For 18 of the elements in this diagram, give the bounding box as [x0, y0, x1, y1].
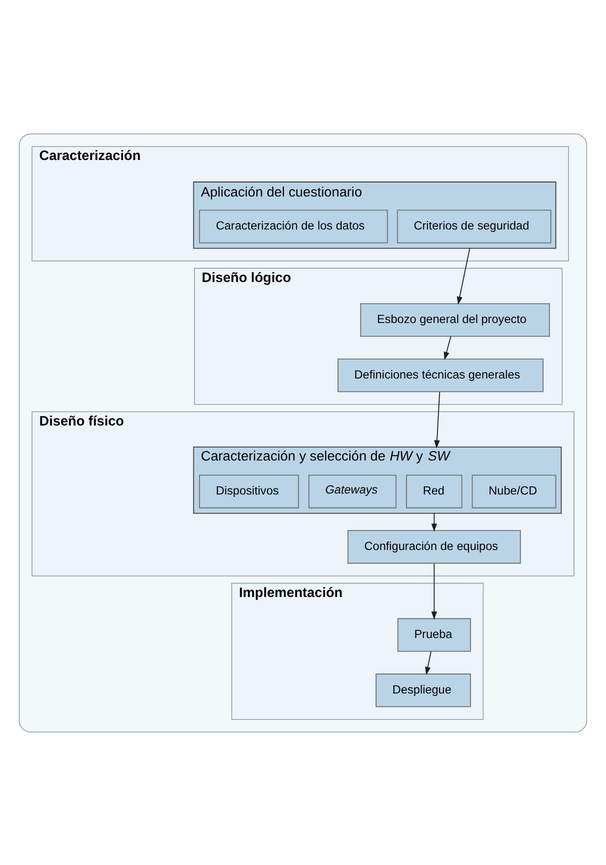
node-box: Caracterización de los datos: [199, 209, 388, 243]
arrow: [434, 390, 440, 448]
arrow: [425, 650, 432, 675]
cluster: [18, 132, 588, 732]
node-box: Nube/CD: [472, 474, 556, 508]
node-box: Prueba: [397, 618, 471, 652]
node-box: Despliegue: [376, 673, 471, 707]
node-box: Red: [406, 474, 462, 508]
node-box: Gateways: [308, 474, 396, 508]
arrow: [431, 562, 438, 620]
arrow: [431, 512, 438, 532]
node-box: Configuración de equipos: [347, 530, 521, 564]
node-box: Dispositivos: [199, 474, 299, 508]
node-box: Definiciones técnicas generales: [338, 358, 544, 392]
arrow: [456, 247, 470, 304]
arrow: [444, 335, 452, 360]
node-box: Criterios de seguridad: [396, 209, 552, 243]
node-box: Esbozo general del proyecto: [360, 302, 550, 336]
